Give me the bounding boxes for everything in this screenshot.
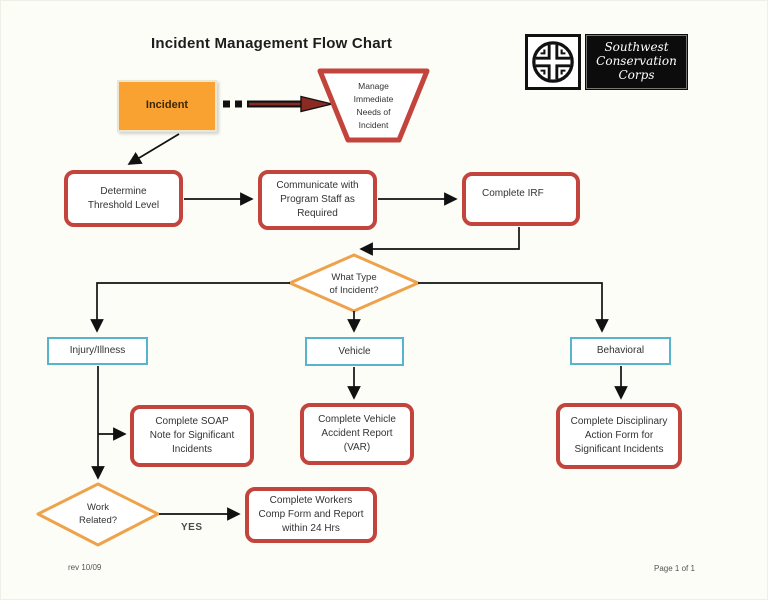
flow-node-vehicle: Vehicle [305, 337, 404, 366]
scc-logo-mark [525, 34, 581, 90]
edge-label-yes: YES [181, 522, 203, 533]
connector-whattype-to-behavioral [418, 282, 609, 333]
flow-node-determine-threshold: Determine Threshold Level [64, 170, 183, 227]
flow-node-workers-comp: Complete Workers Comp Form and Report wi… [245, 487, 377, 543]
flow-node-vehicle-accident-report: Complete Vehicle Accident Report (VAR) [300, 403, 414, 465]
flow-node-communicate-staff: Communicate with Program Staff as Requir… [258, 170, 377, 230]
flow-node-incident: Incident [117, 80, 217, 132]
page-number: Page 1 of 1 [654, 564, 695, 573]
revision-note: rev 10/09 [68, 563, 102, 572]
thick-arrow-incident-to-manage [223, 95, 333, 113]
flow-node-complete-irf: Complete IRF [462, 172, 580, 226]
decision-what-type-label: What Type of Incident? [329, 271, 379, 296]
connector-irf-to-whattype [359, 227, 520, 256]
scc-logo-wordmark: Southwest Conservation Corps [585, 34, 688, 90]
page-title: Incident Management Flow Chart [151, 35, 393, 52]
flow-node-behavioral: Behavioral [570, 337, 671, 365]
decision-work-related-label: Work Related? [78, 501, 118, 526]
connector-whattype-to-injury [90, 282, 290, 333]
flow-node-soap-note: Complete SOAP Note for Significant Incid… [130, 405, 254, 467]
flow-node-disciplinary-action: Complete Disciplinary Action Form for Si… [556, 403, 682, 469]
flow-node-injury-illness: Injury/Illness [47, 337, 148, 365]
flow-node-manage-needs-label: Manage Immediate Needs of Incident [353, 80, 394, 131]
connector-incident-to-determine [127, 133, 180, 165]
workrelated-diamond-shape [36, 482, 160, 547]
circular-knot-emblem-icon [532, 41, 574, 83]
manage-trapezoid-shape [317, 68, 430, 143]
